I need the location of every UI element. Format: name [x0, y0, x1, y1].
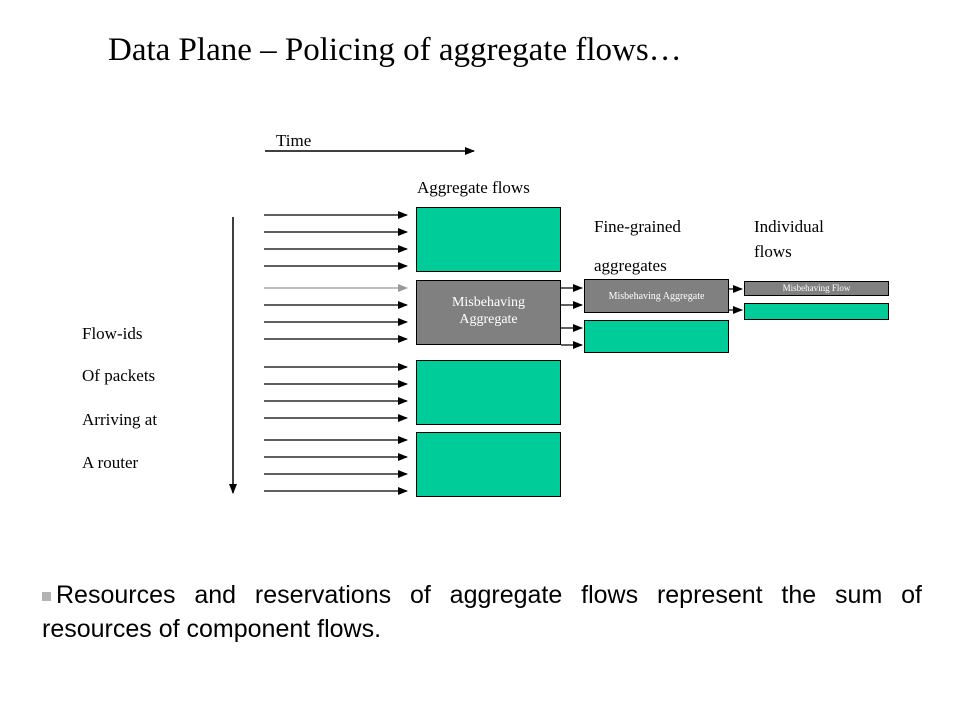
aggregate-box-3: [416, 360, 561, 425]
misbehaving-aggregate-line2: Aggregate: [459, 312, 518, 327]
bullet-text: Resources and reservations of aggregate …: [42, 581, 922, 643]
misbehaving-fine-aggregate-box: Misbehaving Aggregate: [584, 279, 729, 313]
individual-flow-arrows: [729, 285, 743, 314]
incoming-arrows-group-2: [264, 284, 408, 343]
individual-flow-box: [744, 303, 889, 320]
bullet-point: Resources and reservations of aggregate …: [42, 578, 922, 646]
aggregate-box-1: [416, 207, 561, 272]
fine-grained-label-line1: Fine-grained: [594, 217, 681, 236]
incoming-arrows-group-3: [264, 363, 408, 422]
aggregate-box-4: [416, 432, 561, 497]
flow-ids-line-1: Flow-ids: [82, 324, 143, 343]
flow-ids-line-4: A router: [82, 453, 139, 472]
fine-grained-label-line2: aggregates: [594, 256, 667, 275]
bullet-square-icon: [42, 592, 51, 601]
misbehaving-aggregate-box: Misbehaving Aggregate: [416, 280, 561, 345]
individual-flows-label-line2: flows: [754, 242, 792, 261]
misbehaving-flow-box: Misbehaving Flow: [744, 281, 889, 296]
fine-grained-arrows: [561, 284, 583, 349]
time-label: Time: [276, 131, 312, 150]
misbehaving-aggregate-line1: Misbehaving: [451, 295, 526, 310]
fine-aggregate-box: [584, 320, 729, 353]
flow-ids-line-2: Of packets: [82, 366, 156, 385]
incoming-arrows-group-4: [264, 436, 408, 495]
slide-title: Data Plane – Policing of aggregate flows…: [108, 32, 682, 68]
individual-flows-label-line1: Individual: [754, 217, 824, 236]
flow-ids-line-3: Arriving at: [82, 410, 158, 429]
aggregate-flows-label: Aggregate flows: [417, 178, 530, 197]
incoming-arrows-group-1: [264, 211, 408, 270]
